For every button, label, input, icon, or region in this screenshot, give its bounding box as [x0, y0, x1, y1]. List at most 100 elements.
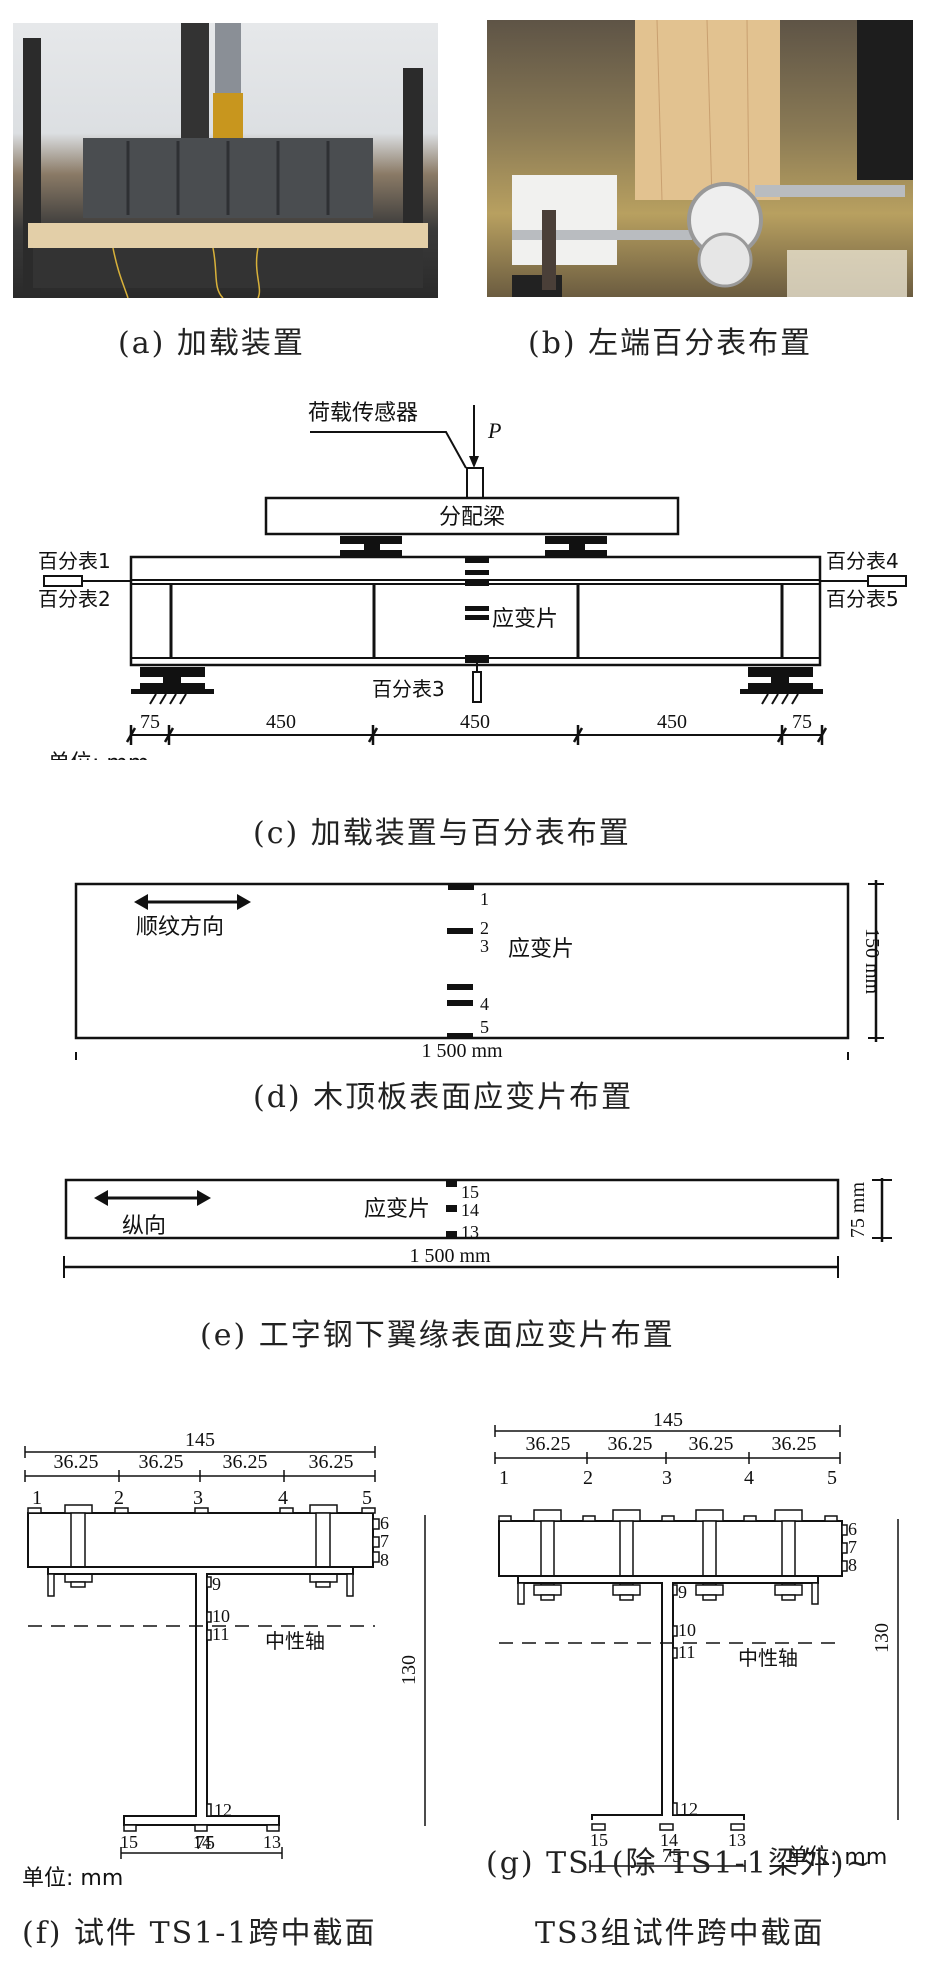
steel-flange-gauge-layout: 纵向 15 14 13 应变片 1 500 mm 75 mm: [63, 1178, 892, 1278]
side-gauge-pads-f: [372, 1518, 380, 1563]
bolts-f: [64, 1504, 338, 1588]
flange-strain-gauges: [446, 1180, 457, 1238]
gauge-f-6: 6: [380, 1513, 389, 1533]
height-label-g: 130: [871, 1623, 893, 1653]
gauge-g-8: 8: [848, 1555, 857, 1575]
dimension-ticks: [125, 725, 828, 745]
gauge-f-7: 7: [380, 1531, 389, 1551]
gauge-g-7: 7: [848, 1537, 857, 1557]
deck-length-label: 1 500 mm: [421, 1040, 503, 1060]
caption-f: (f) 试件 TS1-1跨中截面: [22, 1916, 377, 1951]
gauge-f-8: 8: [380, 1550, 389, 1570]
flange-width-label: 75 mm: [847, 1182, 869, 1239]
gauge-g-6: 6: [848, 1519, 857, 1539]
steel-section-g: [517, 1575, 819, 1820]
gauge-f-11: 11: [212, 1624, 229, 1644]
caption-e: (e) 工字钢下翼缘表面应变片布置: [200, 1318, 675, 1353]
caption-d: (d) 木顶板表面应变片布置: [253, 1080, 634, 1115]
section-ts1-ts3: 145 36.25 36.25 36.25 36.25 1 2 3 4 5 6 …: [494, 1409, 899, 1820]
gauge-f-13: 13: [263, 1832, 281, 1852]
spacing-g-4: 36.25: [772, 1433, 817, 1455]
left-end-dial-gauge-photo: [487, 20, 913, 297]
loading-rollers: [340, 536, 607, 558]
loading-setup-photo: [13, 23, 438, 298]
dial-gauge-illustration: [512, 20, 913, 297]
total-width-145-g: 145: [653, 1409, 683, 1431]
load-cell: [466, 467, 484, 499]
dim-75-left: 75: [140, 711, 160, 733]
neutral-axis-label-f: 中性轴: [265, 1629, 325, 1653]
spacing-3: 36.25: [223, 1451, 268, 1473]
steel-section-f: [47, 1566, 354, 1826]
flange-strain-gauge-label: 应变片: [364, 1197, 430, 1222]
gauge-f-2: 2: [114, 1487, 124, 1509]
dial-gauge-5-label: 百分表5: [826, 587, 899, 611]
neutral-axis-label-g: 中性轴: [738, 1646, 798, 1670]
gauge-f-3: 3: [193, 1487, 203, 1509]
total-width-145: 145: [185, 1430, 215, 1451]
load-symbol: P: [487, 418, 501, 443]
dial-gauge-4-label: 百分表4: [826, 549, 899, 573]
distribution-beam: [264, 496, 680, 536]
longitudinal-label: 纵向: [122, 1214, 166, 1239]
gauge-g-12: 12: [680, 1799, 698, 1819]
gauge-f-4: 4: [278, 1487, 288, 1509]
dial-gauge-4-5: [867, 575, 907, 587]
timber-deck-plan: [74, 882, 850, 1040]
load-arrow-head: [469, 456, 479, 468]
gauge-f-15: 15: [120, 1832, 138, 1852]
dim-450-1: 450: [266, 711, 296, 733]
section-ts1-1: 145 36.25 36.25 36.25 36.25 1 2 3 4 5 6 …: [24, 1430, 426, 1852]
deck-strain-gauge-label: 应变片: [508, 937, 574, 962]
spacing-4: 36.25: [309, 1451, 354, 1473]
flange-length-label: 1 500 mm: [409, 1245, 491, 1267]
unit-label-g: 单位: mm: [786, 1845, 887, 1870]
gauge-g-3: 3: [662, 1467, 672, 1489]
section-f-bottom-dims: 75 单位: mm: [22, 1835, 283, 1891]
web-gauge-pads-f: [123, 1576, 280, 1832]
side-gauge-pads-g: [841, 1524, 848, 1572]
load-cell-label: 荷载传感器: [308, 401, 418, 426]
spacing-g-2: 36.25: [608, 1433, 653, 1455]
gauge-g-4: 4: [744, 1467, 754, 1489]
strain-gauge-label: 应变片: [492, 607, 558, 632]
gauge-g-5: 5: [827, 1467, 837, 1489]
gauge-g-11: 11: [678, 1642, 695, 1662]
caption-b: (b) 左端百分表布置: [528, 326, 813, 361]
top-gauge-pads-g: [498, 1515, 838, 1522]
gauge-14: 14: [461, 1200, 479, 1220]
gauge-g-9: 9: [678, 1582, 687, 1602]
dial-gauge-1-2: [43, 575, 83, 587]
gauge-g-13: 13: [728, 1830, 746, 1850]
timber-deck-gauge-layout: 顺纹方向 1 2 3 4 5 应变片 1 500 mm 150 mm: [74, 880, 884, 1060]
dim-450-3: 450: [657, 711, 687, 733]
unit-label-f: 单位: mm: [22, 1866, 123, 1891]
left-support: [131, 667, 214, 694]
caption-c: (c) 加载装置与百分表布置: [253, 816, 631, 851]
dim-75-right: 75: [792, 711, 812, 733]
gauge-1: 1: [480, 889, 489, 909]
top-gauge-pads-f: [27, 1507, 376, 1514]
gauge-f-12: 12: [214, 1800, 232, 1820]
stiffeners: [169, 584, 784, 658]
caption-a: (a) 加载装置: [118, 326, 305, 361]
left-support-hatch: [149, 693, 187, 705]
gauge-g-15: 15: [590, 1830, 608, 1850]
gauge-g-1: 1: [499, 1467, 509, 1489]
distribution-beam-label: 分配梁: [439, 505, 505, 530]
dial-gauge-2-label: 百分表2: [38, 587, 111, 611]
spacing-g-3: 36.25: [689, 1433, 734, 1455]
strain-gauges: [465, 556, 489, 663]
gauge-g-14: 14: [660, 1830, 678, 1850]
gauge-g-10: 10: [678, 1620, 696, 1640]
gauge-f-14: 14: [193, 1832, 211, 1852]
load-cell-leader: [310, 431, 467, 469]
gauge-f-10: 10: [212, 1606, 230, 1626]
deck-strain-gauges: [447, 884, 474, 1039]
right-support: [740, 667, 823, 694]
loading-setup-illustration: [23, 23, 428, 298]
spacing-1: 36.25: [54, 1451, 99, 1473]
caption-g-line1: (g) TS1(除 TS1-1梁外)~: [486, 1846, 873, 1881]
gauge-2: 2: [480, 918, 489, 938]
grain-direction-label: 顺纹方向: [136, 915, 224, 940]
